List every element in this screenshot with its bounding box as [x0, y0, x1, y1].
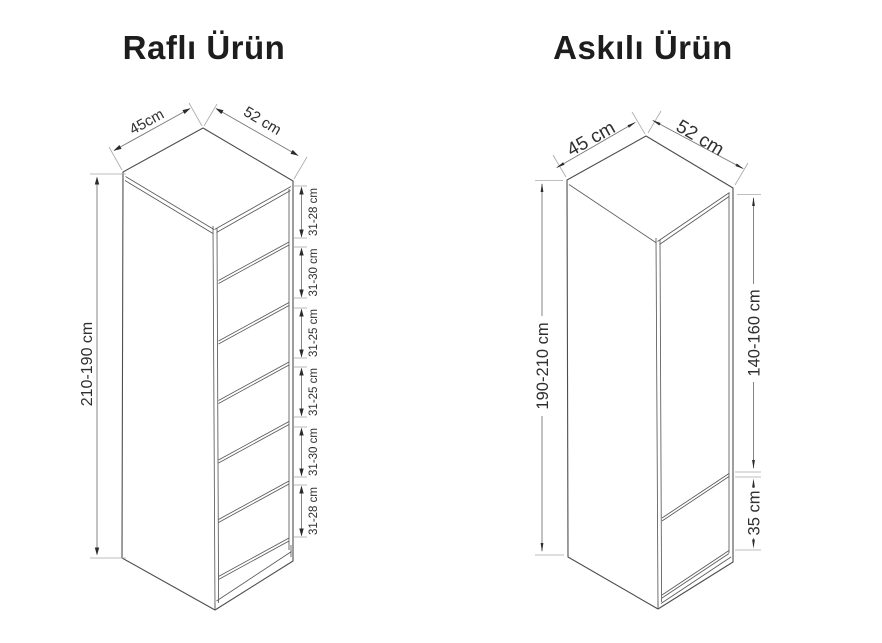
- dim-label-section-1: 31-28 cm: [308, 188, 320, 236]
- dim-label-depth: 45cm: [127, 106, 167, 139]
- cabinet-structure-lines: [568, 184, 732, 609]
- dim-label-hanging-clearance: 140-160 cm: [746, 289, 764, 376]
- shelved-wardrobe-drawing: 210-190 cm 45cm 52 cm: [79, 102, 320, 611]
- hanging-wardrobe-drawing: 190-210 cm 45 cm 52 cm: [534, 110, 764, 610]
- dim-label-width: 52 cm: [240, 103, 284, 139]
- dim-label-section-2: 31-30 cm: [308, 249, 320, 297]
- shelf-section-dimensions: 31-28 cm 31-30 cm 31-25 cm 31-25 cm 31-3…: [294, 185, 320, 538]
- dim-label-section-3: 31-25 cm: [308, 309, 320, 357]
- height-dimension: 190-210 cm: [534, 180, 564, 556]
- hanging-clearance-dimension: 140-160 cm: [735, 194, 764, 473]
- right-diagram-title: Askılı Ürün: [553, 29, 733, 66]
- dim-label-bottom-section: 35 cm: [746, 491, 764, 536]
- cabinet-structure-lines: [124, 176, 292, 610]
- dim-label-section-4: 31-25 cm: [308, 368, 320, 416]
- bottom-section-dimension: 35 cm: [735, 476, 764, 551]
- dim-label-width: 52 cm: [672, 116, 727, 161]
- dim-label-height: 190-210 cm: [534, 322, 552, 409]
- dim-label-depth: 45 cm: [564, 117, 619, 161]
- cabinet-outline: [566, 135, 734, 610]
- dim-label-section-6: 31-28 cm: [308, 487, 320, 535]
- dim-label-section-5: 31-30 cm: [308, 428, 320, 476]
- dim-label-height: 210-190 cm: [79, 322, 96, 407]
- left-diagram-title: Raflı Ürün: [122, 29, 286, 66]
- height-dimension: 210-190 cm: [79, 173, 126, 559]
- cabinet-outline: [121, 127, 294, 611]
